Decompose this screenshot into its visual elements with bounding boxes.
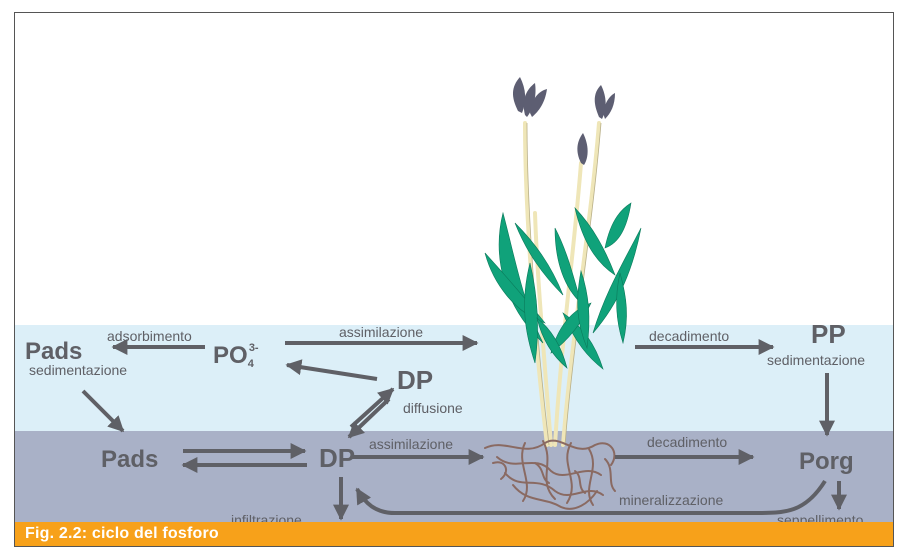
phosphorus-cycle-diagram: Pads PO4 3- DP PP Pads DP Porg adsorbimen… xyxy=(15,13,893,546)
node-porg: Porg xyxy=(799,448,854,475)
label-sedimentazione-left: sedimentazione xyxy=(29,362,127,378)
label-diffusione: diffusione xyxy=(403,400,463,416)
po4-subscript: 4 xyxy=(248,358,255,370)
figure-frame: Pads PO4 3- DP PP Pads DP Porg adsorbimen… xyxy=(14,12,894,547)
node-pads-water: Pads xyxy=(25,338,82,365)
label-decadimento-sediment: decadimento xyxy=(647,434,727,450)
label-sedimentazione-right: sedimentazione xyxy=(767,352,865,368)
node-dp-water: DP xyxy=(397,365,433,395)
node-pads-sediment: Pads xyxy=(101,446,158,473)
label-decadimento-water: decadimento xyxy=(649,328,729,344)
po4-main: PO xyxy=(213,342,248,369)
figure-caption: Fig. 2.2: ciclo del fosforo xyxy=(25,525,219,543)
node-pp: PP xyxy=(811,319,846,349)
caption-bar: Fig. 2.2: ciclo del fosforo xyxy=(15,522,893,546)
po4-superscript: 3- xyxy=(249,342,259,354)
label-assimilazione-sediment: assimilazione xyxy=(369,436,453,452)
label-mineralizzazione: mineralizzazione xyxy=(619,492,723,508)
label-adsorbimento: adsorbimento xyxy=(107,328,192,344)
node-dp-sediment: DP xyxy=(319,443,355,473)
label-assimilazione-water: assimilazione xyxy=(339,324,423,340)
plant-seed-heads xyxy=(513,77,615,165)
